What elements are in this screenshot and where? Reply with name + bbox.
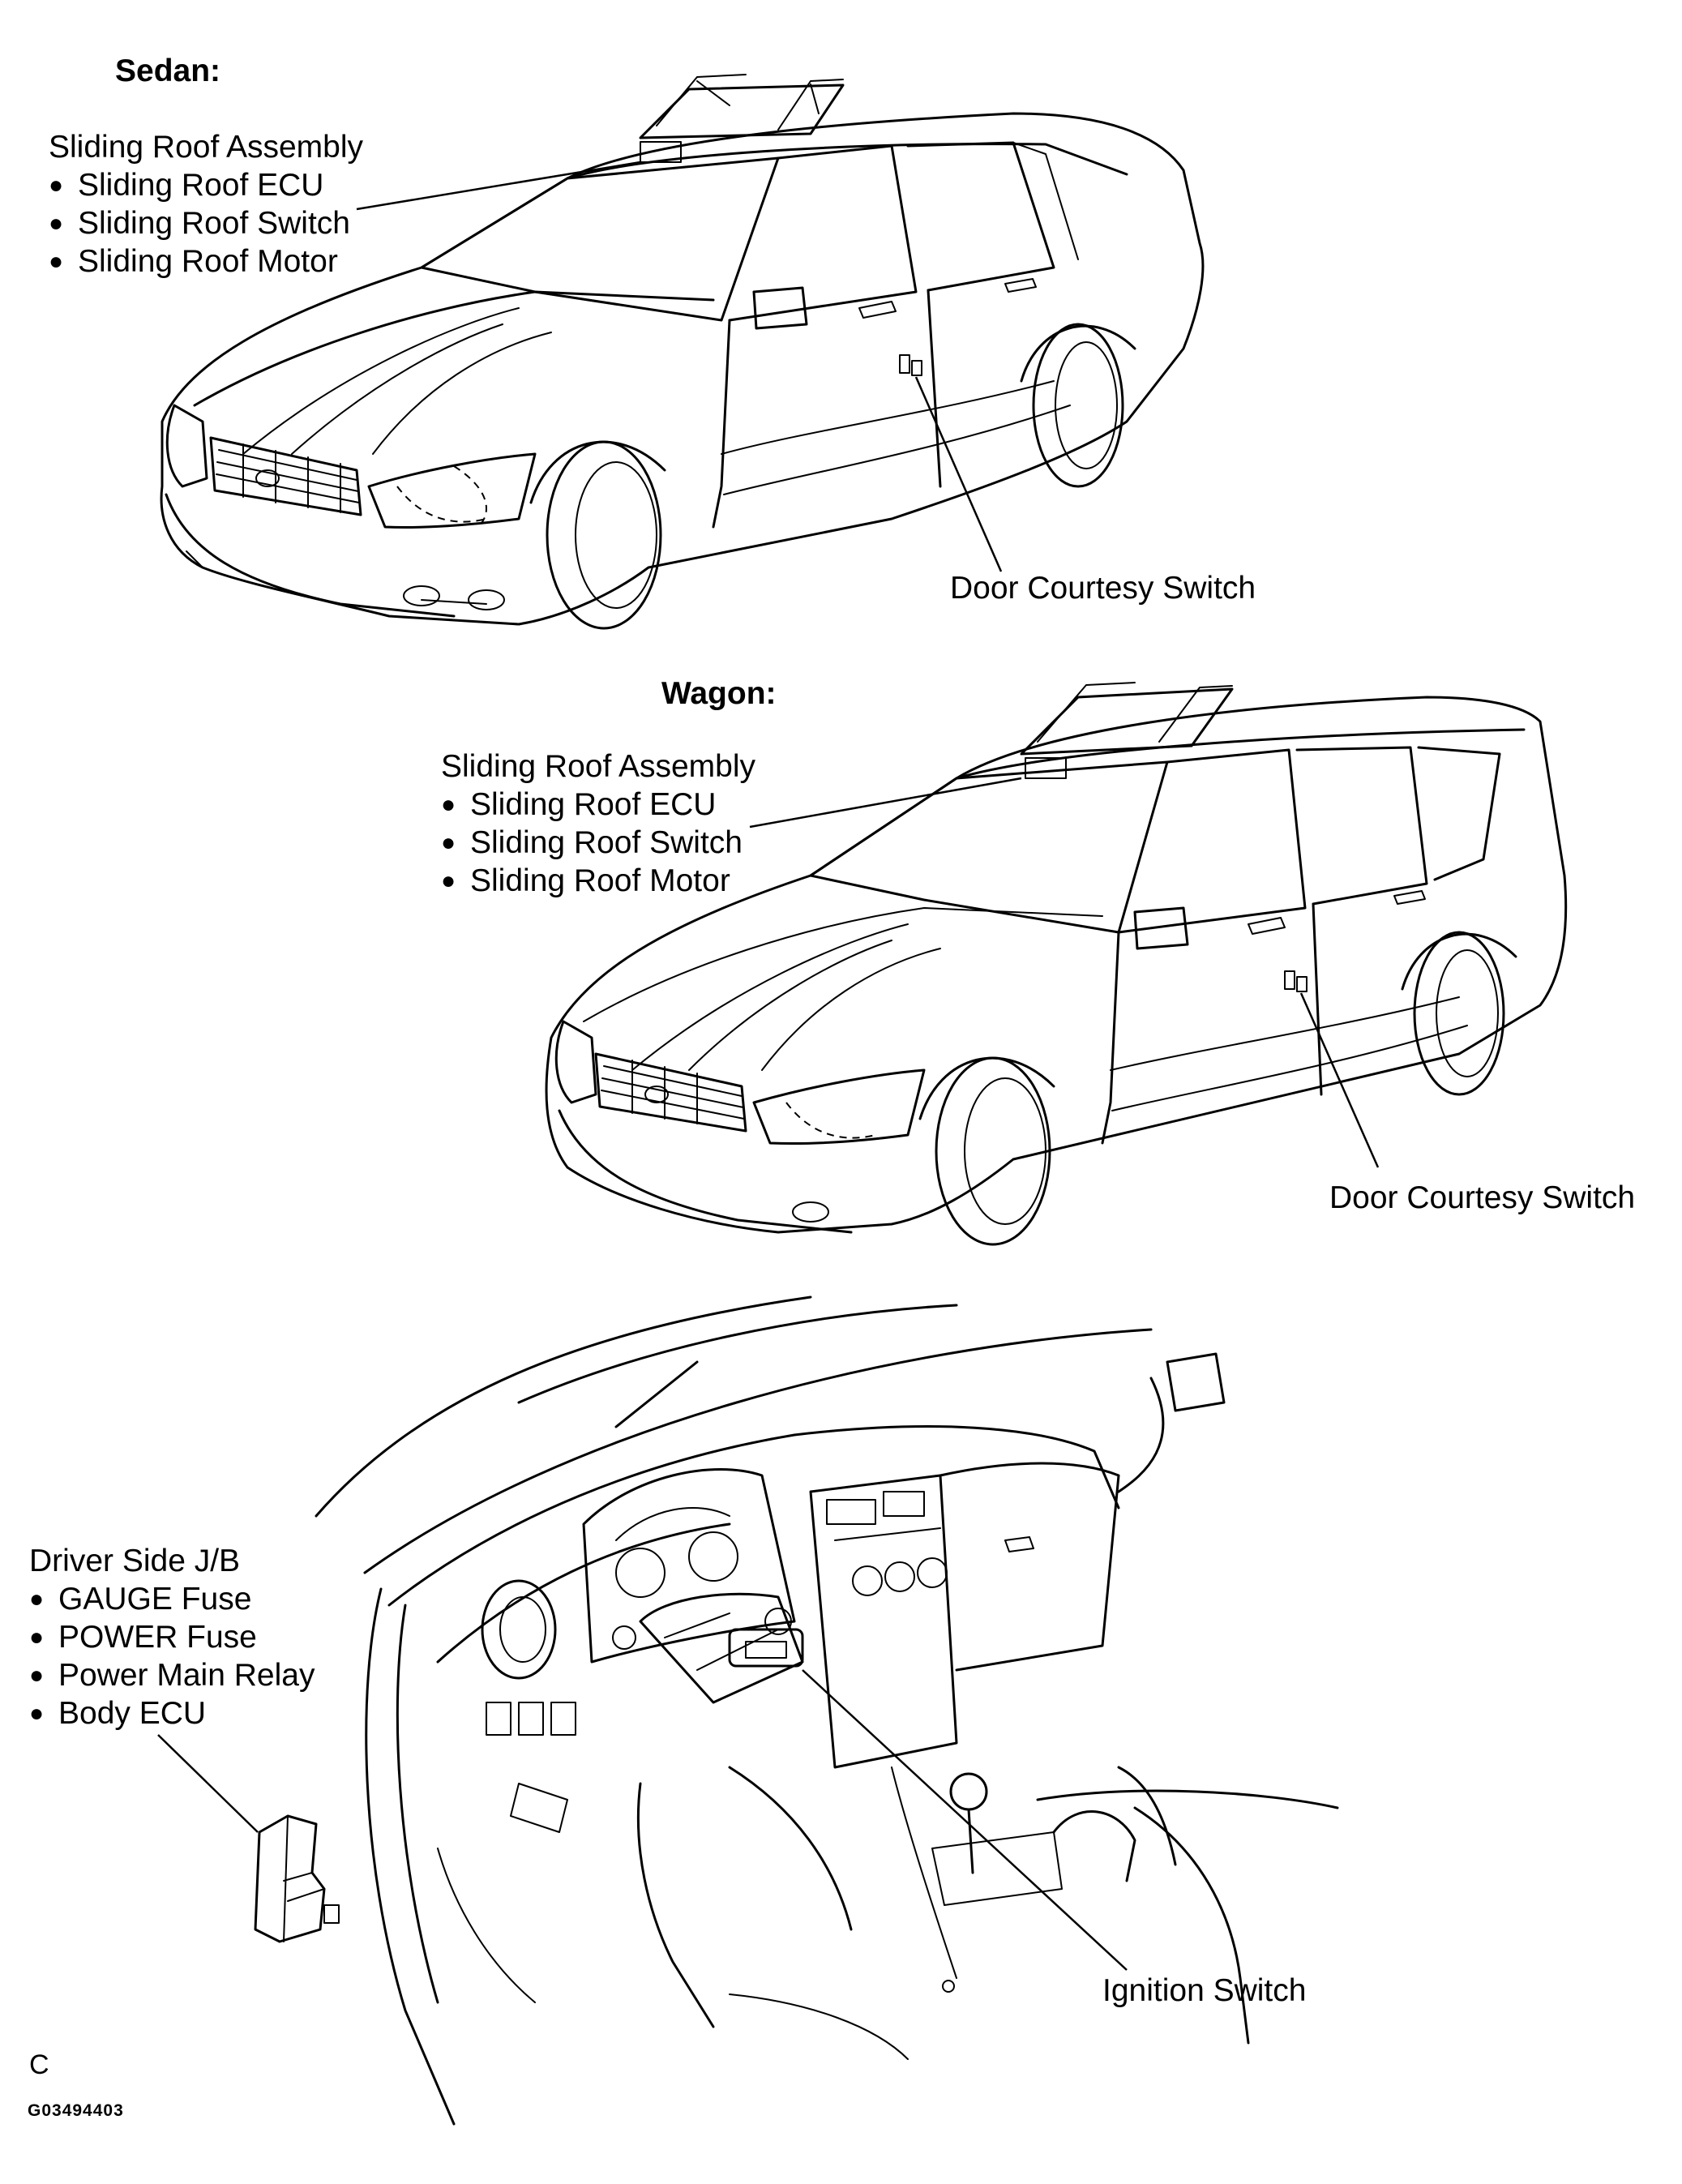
figure-id: G03494403 bbox=[28, 2101, 124, 2120]
sedan-door-courtesy-switch-label: Door Courtesy Switch bbox=[950, 571, 1256, 606]
interior-illustration bbox=[157, 1295, 1339, 2126]
wagon-assembly-item: Sliding Roof ECU bbox=[441, 786, 716, 824]
sedan-assembly-item: Sliding Roof Motor bbox=[49, 242, 338, 280]
sedan-heading: Sedan: bbox=[115, 54, 221, 88]
wagon-door-courtesy-switch-label: Door Courtesy Switch bbox=[1329, 1180, 1636, 1215]
jb-item: GAUGE Fuse bbox=[29, 1580, 251, 1618]
wagon-heading: Wagon: bbox=[661, 676, 777, 711]
wagon-illustration bbox=[545, 682, 1568, 1246]
jb-item: Power Main Relay bbox=[29, 1656, 315, 1694]
sedan-assembly-title: Sliding Roof Assembly bbox=[49, 130, 364, 165]
jb-item: POWER Fuse bbox=[29, 1618, 257, 1656]
jb-item: Body ECU bbox=[29, 1694, 206, 1732]
wagon-assembly-item: Sliding Roof Motor bbox=[441, 862, 730, 900]
jb-title: Driver Side J/B bbox=[29, 1544, 241, 1578]
sedan-assembly-item: Sliding Roof Switch bbox=[49, 204, 350, 242]
sedan-illustration bbox=[160, 74, 1205, 630]
wagon-assembly-title: Sliding Roof Assembly bbox=[441, 749, 756, 784]
ignition-switch-label: Ignition Switch bbox=[1102, 1973, 1307, 2008]
sedan-assembly-item: Sliding Roof ECU bbox=[49, 166, 323, 204]
code-letter: C bbox=[29, 2049, 49, 2080]
wagon-assembly-item: Sliding Roof Switch bbox=[441, 824, 743, 862]
